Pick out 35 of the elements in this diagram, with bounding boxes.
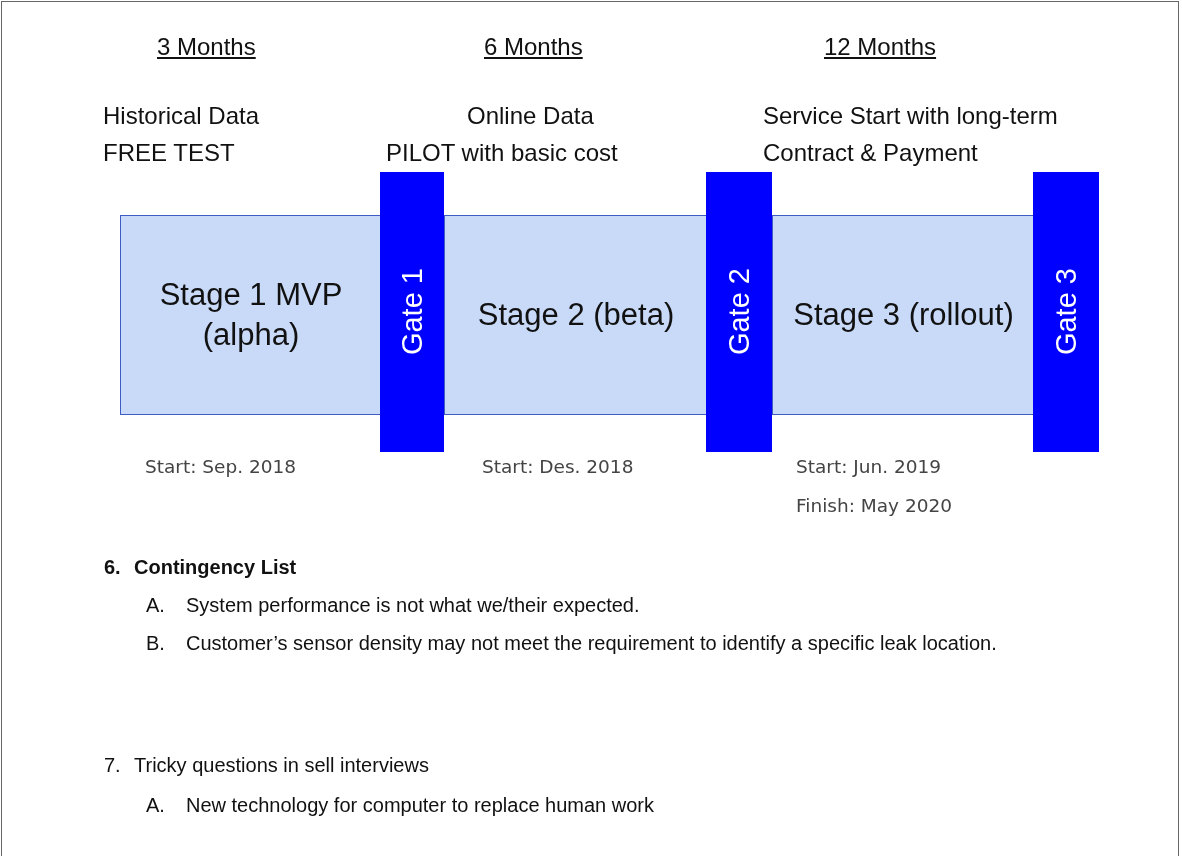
stage-description: Online Data (467, 102, 594, 131)
gate-bar (380, 172, 444, 452)
gate-label: Gate 1 (395, 268, 429, 356)
stage-description: FREE TEST (103, 139, 235, 168)
stage-label: Stage 3 (rollout) (792, 295, 1015, 334)
list-text: Customer’s sensor density may not meet the requirement to identify a specific leak location. (186, 631, 998, 655)
stage-box (772, 215, 1035, 415)
stage-label: Stage 1 MVP (alpha) (158, 275, 344, 354)
list-text: 7. (104, 753, 121, 777)
list-text: A. (146, 593, 165, 617)
duration-heading: 6 Months (484, 33, 583, 62)
stage-box (444, 215, 708, 415)
date-text: Finish: May 2020 (796, 495, 952, 516)
list-text: B. (146, 631, 165, 655)
gate-bar (1033, 172, 1099, 452)
stage-label: Stage 2 (beta) (476, 295, 676, 334)
stage-description: Service Start with long-term (763, 102, 1058, 131)
stage-description: Historical Data (103, 102, 260, 131)
stage-description: Contract & Payment (763, 139, 978, 168)
duration-heading: 3 Months (157, 33, 256, 62)
date-text: Start: Jun. 2019 (796, 456, 942, 477)
gate-label: Gate 2 (722, 268, 756, 356)
stage-description: PILOT with basic cost (386, 139, 618, 168)
list-text: New technology for computer to replace human work (186, 793, 654, 817)
gate-label: Gate 3 (1049, 268, 1083, 356)
date-text: Start: Des. 2018 (482, 456, 634, 477)
date-text: Start: Sep. 2018 (145, 456, 297, 477)
gate-bar (706, 172, 772, 452)
section-heading: Contingency List (134, 555, 297, 579)
list-text: Tricky questions in sell interviews (134, 753, 429, 777)
stage-box (120, 215, 382, 415)
list-text: A. (146, 793, 165, 817)
duration-heading: 12 Months (824, 33, 937, 62)
list-text: System performance is not what we/their expected. (186, 593, 640, 617)
section-heading: 6. (104, 555, 121, 579)
